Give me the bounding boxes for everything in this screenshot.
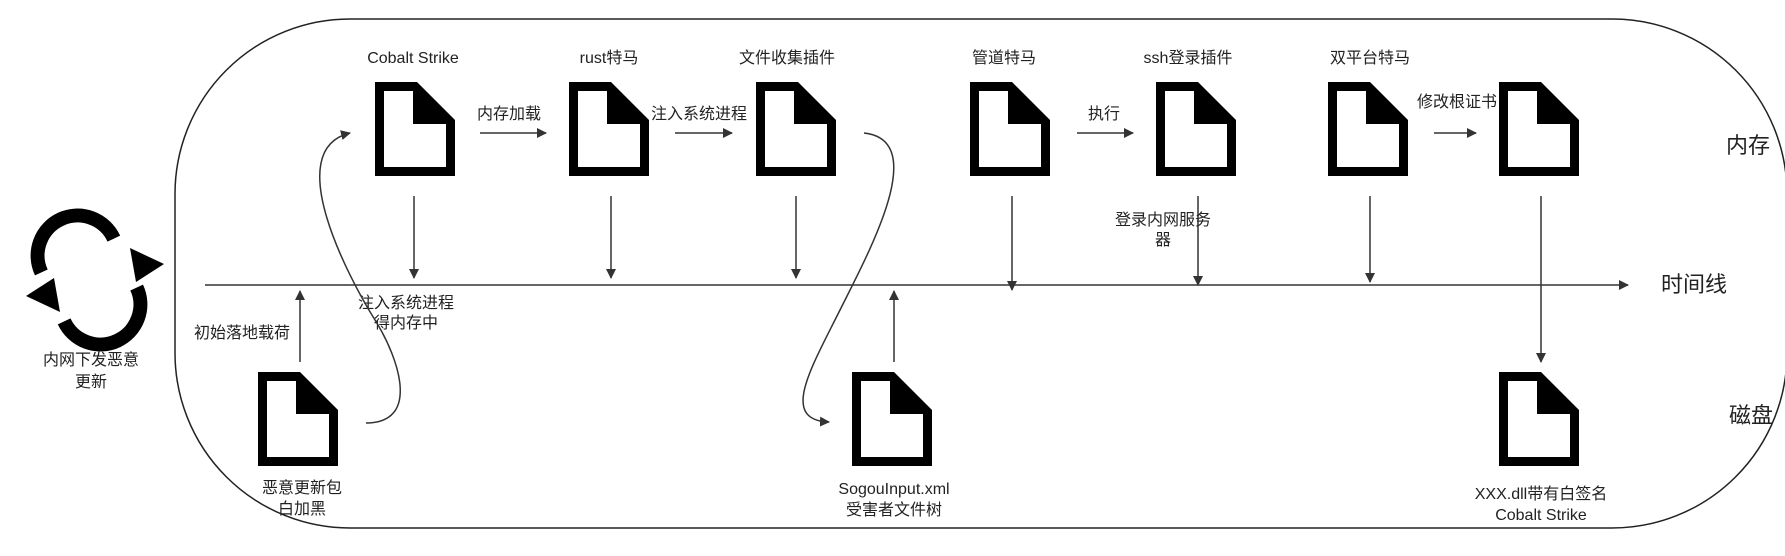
edge-label-login-line-2: 器: [1155, 231, 1171, 249]
file-icon-dll: [1499, 372, 1579, 466]
container-frame: [174, 18, 1785, 529]
file-icon-ssh-plugin: [1156, 82, 1236, 176]
edge-label-inject-mem-line-1: 注入系统进程: [358, 294, 454, 312]
edge-label-initial-payload: 初始落地载荷: [194, 324, 290, 342]
sync-label-line-2: 更新: [75, 373, 107, 391]
label-dll-line-1: XXX.dll带有白签名: [1475, 485, 1607, 503]
sync-label: 内网下发恶意更新: [43, 350, 139, 391]
file-icon-update-pkg: [258, 372, 338, 466]
file-icon-dual-platform: [1328, 82, 1408, 176]
label-dll-line-2: Cobalt Strike: [1495, 507, 1587, 524]
label-update-pkg-line-2: 白加黑: [278, 500, 326, 518]
label-sogou-xml-line-1: SogouInput.xml: [838, 481, 949, 498]
edge-label-login-line-1: 登录内网服务: [1115, 211, 1211, 229]
file-icon-sogou-xml: [852, 372, 932, 466]
label-dll: XXX.dll带有白签名 Cobalt Strike: [1475, 485, 1607, 524]
label-ssh-plugin: ssh登录插件: [1144, 49, 1233, 67]
label-dual-platform: 双平台特马: [1330, 49, 1410, 67]
sync-label-line-1: 内网下发恶意: [43, 350, 139, 369]
label-sogou-xml-line-2: 受害者文件树: [846, 501, 942, 519]
file-icon-cobalt-strike: [375, 82, 455, 176]
edge-label-load-mem: 内存加载: [477, 105, 541, 123]
file-icon-cert-modifier: [1499, 82, 1579, 176]
side-label-timeline: 时间线: [1661, 272, 1727, 297]
label-update-pkg: 恶意更新包白加黑: [262, 478, 342, 518]
curve-collector-to-sogou: [802, 132, 895, 427]
file-icon-pipe-trojan: [970, 82, 1050, 176]
label-rust-trojan: rust特马: [580, 49, 639, 67]
side-label-disk: 磁盘: [1729, 403, 1773, 428]
edge-label-execute: 执行: [1088, 105, 1120, 123]
sync-icon: [30, 208, 148, 352]
edge-label-inject-mem-line-2: 得内存中: [374, 314, 438, 332]
edge-label-modify-cert: 修改根证书: [1417, 93, 1497, 111]
label-update-pkg-line-1: 恶意更新包: [262, 478, 342, 497]
edge-label-inject-1: 注入系统进程: [651, 105, 747, 123]
sync-arrowheads: [26, 248, 164, 312]
edge-label-login: 登录内网服务器: [1115, 211, 1211, 249]
side-label-memory: 内存: [1726, 133, 1770, 158]
label-pipe-trojan: 管道特马: [972, 49, 1036, 67]
label-cobalt-strike: Cobalt Strike: [367, 50, 459, 67]
label-sogou-xml: SogouInput.xml 受害者文件树: [838, 481, 949, 519]
label-file-collector: 文件收集插件: [739, 49, 835, 67]
edge-label-inject-mem: 注入系统进程得内存中: [358, 294, 454, 332]
curve-update-to-cobalt: [319, 130, 402, 424]
file-icon-file-collector: [756, 82, 836, 176]
file-icon-rust-trojan: [569, 82, 649, 176]
